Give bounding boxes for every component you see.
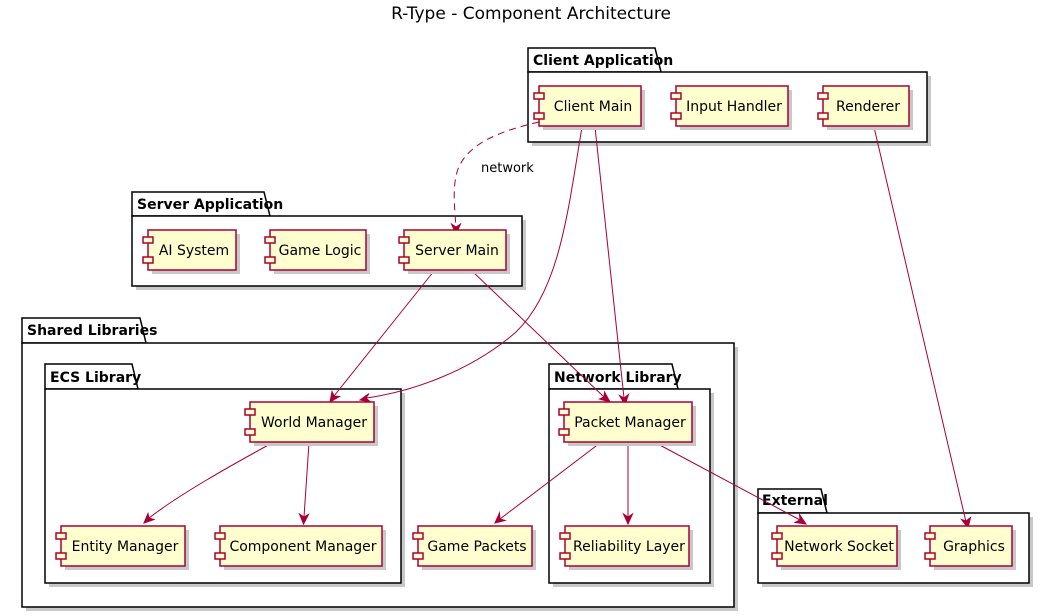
arrowhead-packet-manager-1 [618,393,630,407]
component-label-world-manager: World Manager [261,415,367,431]
arrowhead-network-socket [793,512,808,525]
component-client-main[interactable]: Client Main [533,85,645,130]
package-label-network: Network Library [554,370,682,386]
edge-packet-manager-to-network-socket [655,442,801,521]
edge-packet-manager-to-game-packets [499,442,601,520]
arrowhead-entity-manager [143,511,156,524]
component-reliability-layer[interactable]: Reliability Layer [559,525,693,570]
component-label-server-main: Server Main [415,243,499,259]
diagram-title: R-Type - Component Architecture [391,4,671,24]
edge-label-network: network [481,161,534,176]
component-world-manager[interactable]: World Manager [244,401,378,446]
component-renderer[interactable]: Renderer [817,85,913,130]
component-label-component-manager: Component Manager [229,539,376,555]
component-label-game-logic: Game Logic [279,243,362,259]
component-game-packets[interactable]: Game Packets [412,525,536,570]
edge-world-manager-to-component-manager [303,442,310,518]
edges: network [143,121,972,530]
package-label-shared: Shared Libraries [27,323,157,339]
edge-client-main-to-server-main [453,121,540,229]
edge-server-main-to-packet-manager [471,270,605,398]
package-label-ecs: ECS Library [50,370,141,386]
edge-world-manager-to-entity-manager [148,442,273,519]
component-entity-manager[interactable]: Entity Manager [55,525,189,570]
component-label-graphics: Graphics [943,539,1005,555]
arrowhead-game-packets [494,511,507,524]
arrowhead-component-manager [298,512,310,526]
component-label-renderer: Renderer [836,99,900,115]
component-network-socket[interactable]: Network Socket [771,525,901,570]
arrowhead-server-main [450,222,462,236]
package-label-client: Client Application [533,53,673,69]
component-packet-manager[interactable]: Packet Manager [558,401,696,446]
arrowhead-reliability-layer [622,512,634,526]
edge-client-main-to-world-manager [365,126,583,399]
component-input-handler[interactable]: Input Handler [670,85,792,130]
component-component-manager[interactable]: Component Manager [214,525,386,570]
component-label-game-packets: Game Packets [427,539,526,555]
edge-server-main-to-world-manager [333,270,435,397]
component-label-reliability-layer: Reliability Layer [573,539,685,555]
arrowhead-world-manager-2 [329,389,342,403]
component-server-main[interactable]: Server Main [398,229,510,274]
edge-client-main-to-packet-manager [594,126,625,399]
component-ai-system[interactable]: AI System [142,229,240,274]
component-label-client-main: Client Main [554,99,632,115]
package-label-server: Server Application [137,197,283,213]
component-label-ai-system: AI System [159,243,229,259]
arrowhead-packet-manager-2 [598,390,612,403]
component-label-network-socket: Network Socket [784,539,894,555]
component-game-logic[interactable]: Game Logic [264,229,370,274]
component-label-input-handler: Input Handler [686,99,782,115]
component-graphics[interactable]: Graphics [924,525,1016,570]
component-label-packet-manager: Packet Manager [574,415,686,431]
package-label-external: External [762,493,828,509]
edge-renderer-to-graphics [873,126,967,523]
component-label-entity-manager: Entity Manager [72,539,179,555]
